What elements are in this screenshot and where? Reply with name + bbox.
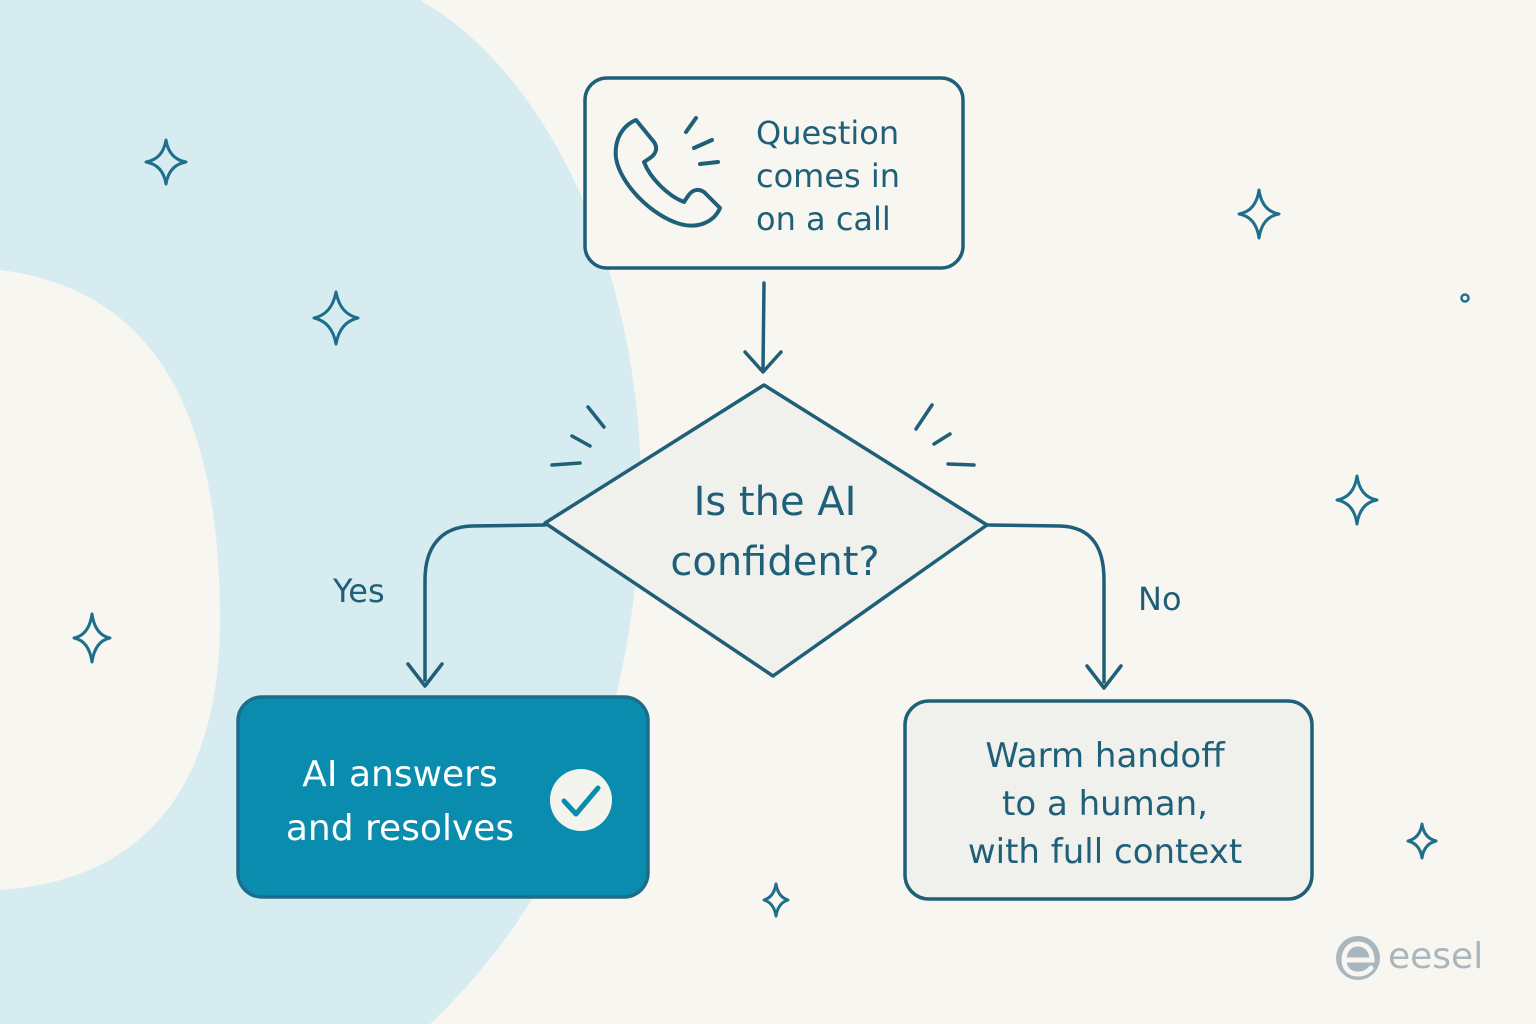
brand-logo-space — [1336, 934, 1380, 978]
sparkle-icon — [312, 290, 360, 346]
decision-line-1: Is the AI — [693, 479, 857, 525]
dot-decoration — [1460, 293, 1470, 303]
decision-line-2: confident? — [670, 539, 880, 585]
yes-outcome-label: AI answers and resolves — [260, 748, 540, 856]
sparkle-icon — [1335, 474, 1379, 526]
sparkle-icon — [72, 612, 112, 664]
yes-outcome-node — [236, 695, 650, 899]
arrow-decision-to-yes — [406, 523, 547, 688]
phone-icon — [613, 116, 722, 228]
sparkle-icon — [144, 138, 188, 186]
no-line-1: Warm handoff — [985, 736, 1225, 776]
sparkle-icon — [762, 882, 790, 918]
decision-node-label: Is the AI confident? — [620, 472, 930, 592]
no-line-2: to a human, — [1002, 784, 1208, 824]
brand-logo: eesel — [1336, 934, 1483, 978]
checkmark-icon — [550, 769, 612, 831]
decision-node — [543, 383, 989, 678]
edge-label-no: No — [1138, 580, 1182, 618]
edge-label-yes: Yes — [333, 572, 385, 610]
sparkle-icon — [1237, 188, 1281, 240]
emphasis-lines — [550, 403, 976, 467]
yes-line-2: and resolves — [285, 808, 515, 849]
start-node — [583, 76, 965, 270]
start-line-3: on a call — [756, 200, 891, 238]
no-outcome-label: Warm handoff to a human, with full conte… — [930, 732, 1280, 876]
arrow-start-to-decision — [743, 281, 783, 374]
start-node-label: Question comes in on a call — [756, 112, 900, 241]
no-outcome-node — [903, 699, 1314, 901]
eesel-logo-icon — [1336, 936, 1380, 980]
sparkle-icon — [1406, 822, 1438, 860]
start-line-2: comes in — [756, 157, 901, 195]
brand-name: eesel — [1388, 935, 1484, 977]
start-line-1: Question — [756, 114, 900, 152]
yes-line-1: AI answers — [302, 754, 498, 795]
no-line-3: with full context — [967, 832, 1243, 872]
arrow-decision-to-no — [985, 523, 1123, 690]
